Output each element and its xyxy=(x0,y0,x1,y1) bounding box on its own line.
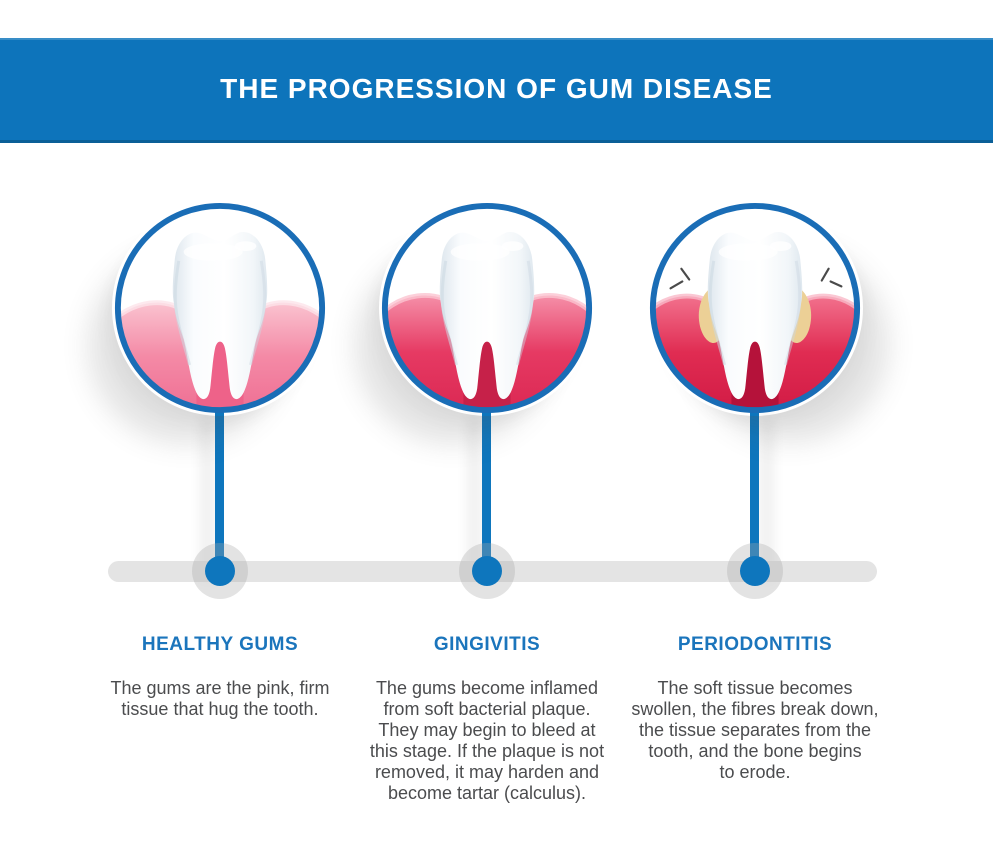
crown-sheen-small xyxy=(769,241,792,252)
crown-sheen-small xyxy=(501,241,524,252)
crown-sheen-small xyxy=(234,241,257,252)
tooth-shape xyxy=(172,231,268,400)
gingivitis-tooth-illustration xyxy=(381,202,593,414)
periodontitis-tooth-illustration xyxy=(649,202,861,414)
crown-sheen xyxy=(718,243,778,261)
crown-sheen xyxy=(450,243,510,261)
timeline-dot-periodontitis xyxy=(740,556,770,586)
tooth-shade-left xyxy=(708,260,726,366)
stage-text-periodontitis: PERIODONTITIS The soft tissue becomes sw… xyxy=(595,634,915,783)
stage-circle-healthy xyxy=(112,200,328,416)
stage-label-gingivitis: GINGIVITIS xyxy=(433,634,541,655)
crown-sheen xyxy=(183,243,243,261)
tooth-shade-left xyxy=(173,260,191,366)
timeline-dot-healthy xyxy=(205,556,235,586)
tooth-shade-right xyxy=(784,260,802,366)
stage-circle-periodontitis xyxy=(647,200,863,416)
tooth-shade-right xyxy=(249,260,267,366)
connector-stem-gingivitis xyxy=(482,406,491,570)
stage-text-healthy: HEALTHY GUMS The gums are the pink, firm… xyxy=(60,634,380,720)
stage-text-gingivitis: GINGIVITIS The gums become inflamed from… xyxy=(327,634,647,804)
irritation-marks xyxy=(669,267,843,290)
title-banner: THE PROGRESSION OF GUM DISEASE xyxy=(0,38,993,143)
stage-label-healthy: HEALTHY GUMS xyxy=(141,634,299,655)
timeline-dot-gingivitis xyxy=(472,556,502,586)
connector-stem-periodontitis xyxy=(750,406,759,570)
tooth-shade-right xyxy=(516,260,534,366)
tooth-shade-left xyxy=(440,260,458,366)
tooth-shape xyxy=(707,231,803,400)
connector-stem-healthy xyxy=(215,406,224,570)
stage-circle-gingivitis xyxy=(379,200,595,416)
stage-description-periodontitis: The soft tissue becomes swollen, the fib… xyxy=(631,678,879,782)
healthy-tooth-illustration xyxy=(114,202,326,414)
stage-description-gingivitis: The gums become inflamed from soft bacte… xyxy=(369,678,605,803)
page-title: THE PROGRESSION OF GUM DISEASE xyxy=(220,73,773,104)
stage-description-healthy: The gums are the pink, firm tissue that … xyxy=(110,678,330,719)
tooth-shape xyxy=(439,231,535,400)
stage-label-periodontitis: PERIODONTITIS xyxy=(677,634,833,655)
